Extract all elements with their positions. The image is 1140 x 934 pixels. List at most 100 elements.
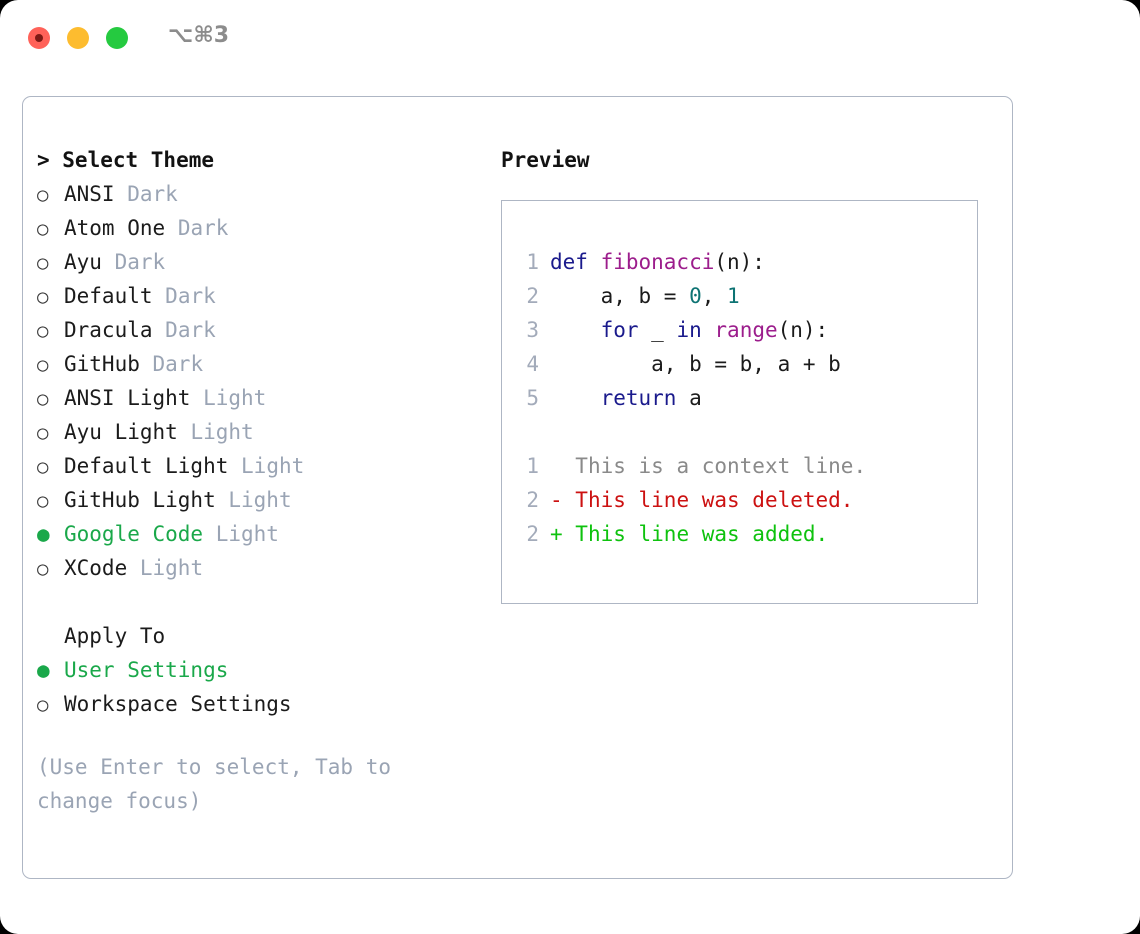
theme-option[interactable]: ○ GitHub Light Light (37, 483, 487, 517)
spacer (127, 551, 140, 585)
theme-option-name: Default (64, 284, 153, 308)
radio-unselected-icon[interactable]: ○ (37, 388, 49, 410)
code-token: 1 (727, 284, 740, 308)
radio-unselected-icon[interactable]: ○ (37, 252, 49, 274)
diff-line-number: 1 (526, 454, 539, 478)
theme-option[interactable]: ○ ANSI Light Light (37, 381, 487, 415)
apply-to-option[interactable]: ○ Workspace Settings (37, 687, 487, 721)
radio-unselected-icon[interactable]: ○ (37, 320, 49, 342)
theme-variant-tag: Light (241, 454, 305, 478)
code-token: , (701, 284, 728, 308)
diff-marker: - (550, 488, 563, 512)
line-number: 3 (526, 318, 539, 342)
line-number: 5 (526, 386, 539, 410)
code-token: def (550, 250, 601, 274)
apply-to-option[interactable]: ●User Settings (37, 653, 487, 687)
radio-unselected-icon[interactable]: ○ (37, 184, 49, 206)
radio-unselected-icon[interactable]: ○ (37, 490, 49, 512)
code-line: 2 a, b = 0, 1 (513, 279, 866, 313)
radio-selected-icon[interactable]: ● (37, 522, 50, 546)
code-line: 3 for _ in range(n): (513, 313, 866, 347)
theme-variant-tag: Light (228, 488, 292, 512)
theme-option[interactable]: ○ Default Light Light (37, 449, 487, 483)
maximize-window-button[interactable] (106, 27, 128, 49)
code-token: for (600, 318, 639, 342)
theme-option-name: Ayu (64, 250, 102, 274)
close-window-button[interactable] (28, 27, 50, 49)
theme-variant-tag: Light (203, 386, 267, 410)
preview-heading: Preview (501, 148, 590, 172)
spacer (102, 245, 115, 279)
radio-unselected-icon[interactable]: ○ (37, 286, 49, 308)
radio-unselected-icon[interactable]: ○ (37, 354, 49, 376)
theme-option-name: GitHub (64, 352, 140, 376)
theme-variant-tag: Dark (165, 318, 216, 342)
code-token: in (676, 318, 702, 342)
diff-line-number: 2 (526, 488, 539, 512)
theme-option[interactable]: ○GitHub Dark (37, 347, 487, 381)
diff-text: This is a context line. (562, 454, 867, 478)
code-token: range (714, 318, 778, 342)
theme-variant-tag: Light (215, 522, 279, 546)
list-spacer (37, 585, 487, 619)
theme-option[interactable]: ○ Dracula Dark (37, 313, 487, 347)
spacer (216, 483, 229, 517)
theme-option[interactable]: ○XCode Light (37, 551, 487, 585)
code-token: 0 (689, 284, 702, 308)
code-line: 4 a, b = b, a + b (513, 347, 866, 381)
diff-text: This line was added. (562, 522, 829, 546)
radio-unselected-icon[interactable]: ○ (37, 422, 49, 444)
theme-picker-panel: > Select Theme ○ANSI Dark○Atom One Dark○… (37, 143, 487, 818)
diff-line-number: 2 (526, 522, 539, 546)
radio-unselected-icon[interactable]: ○ (37, 558, 49, 580)
apply-to-list[interactable]: ●User Settings ○ Workspace Settings (37, 653, 487, 721)
spacer (203, 517, 216, 551)
theme-option-name: ANSI Light (64, 386, 191, 410)
code-line: 5 return a (513, 381, 866, 415)
code-token: a, b = (550, 284, 690, 308)
theme-option-name: Dracula (64, 318, 153, 342)
code-blank-line (513, 415, 866, 449)
apply-to-option-name: Workspace Settings (64, 692, 292, 716)
radio-unselected-icon[interactable]: ○ (37, 456, 49, 478)
spacer (153, 279, 166, 313)
theme-option[interactable]: ○ANSI Dark (37, 177, 487, 211)
theme-variant-tag: Dark (177, 216, 229, 240)
theme-option-name: GitHub Light (64, 488, 216, 512)
line-number: 4 (526, 352, 539, 376)
theme-list[interactable]: ○ANSI Dark○Atom One Dark○Ayu Dark○Defaul… (37, 177, 487, 585)
theme-option-name: Ayu Light (64, 420, 178, 444)
code-token (702, 318, 715, 342)
theme-variant-tag: Dark (114, 250, 166, 274)
theme-option[interactable]: ○Atom One Dark (37, 211, 487, 245)
radio-unselected-icon[interactable]: ○ (37, 218, 49, 240)
keyboard-hint-text: (Use Enter to select, Tab to change focu… (37, 755, 392, 813)
spacer (153, 313, 166, 347)
diff-marker (550, 454, 563, 478)
code-token: (n): (714, 250, 765, 274)
spacer (140, 347, 153, 381)
code-token: return (600, 386, 677, 410)
theme-option[interactable]: ○ Ayu Light Light (37, 415, 487, 449)
diff-line: 2+ This line was added. (513, 517, 866, 551)
select-theme-heading: > Select Theme (37, 148, 215, 172)
diff-line: 2- This line was deleted. (513, 483, 866, 517)
code-token: a (676, 386, 702, 410)
theme-option-name: Default Light (64, 454, 229, 478)
spacer (228, 449, 241, 483)
code-token: a, b = b, a + b (550, 352, 841, 376)
theme-variant-tag: Light (190, 420, 254, 444)
theme-option[interactable]: ●Google Code Light (37, 517, 487, 551)
theme-variant-tag: Dark (165, 284, 216, 308)
theme-option[interactable]: ○ Default Dark (37, 279, 487, 313)
theme-option[interactable]: ○ Ayu Dark (37, 245, 487, 279)
theme-variant-tag: Light (139, 556, 204, 580)
minimize-window-button[interactable] (67, 27, 89, 49)
apply-to-heading: Apply To (64, 624, 166, 648)
radio-unselected-icon[interactable]: ○ (37, 694, 49, 716)
radio-selected-icon[interactable]: ● (37, 658, 50, 682)
